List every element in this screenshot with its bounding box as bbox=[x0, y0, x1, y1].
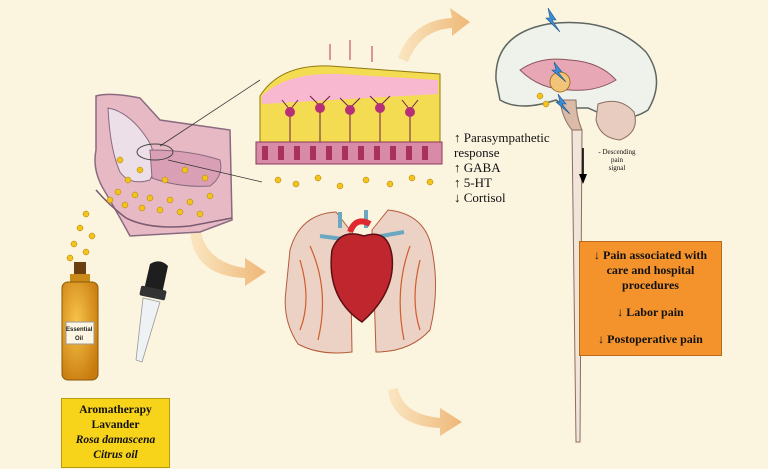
bottle-label: Essential Oil bbox=[66, 326, 92, 344]
lungs-and-heart bbox=[284, 209, 437, 354]
descending-signal-label: - Descending pain signal bbox=[591, 148, 643, 172]
effect-line: ↓ Cortisol bbox=[454, 190, 506, 205]
lightning-bolt-icon bbox=[545, 7, 571, 115]
flow-arrow-middle bbox=[190, 228, 266, 286]
effect-line: ↑ GABA bbox=[454, 160, 501, 175]
effect-line: ↑ 5-HT bbox=[454, 175, 492, 190]
bottle-label-line: Oil bbox=[74, 336, 83, 342]
descending-line: - Descending bbox=[598, 148, 636, 156]
descending-signal-arrow bbox=[579, 148, 587, 184]
oil-line: Aromatherapy bbox=[79, 404, 152, 416]
pain-outcome: ↓ Labor pain bbox=[617, 305, 684, 319]
flow-arrow-top bbox=[398, 8, 470, 62]
spinal-cord bbox=[571, 129, 583, 443]
pain-outcome: ↓ Pain associated with care and hospital… bbox=[593, 248, 707, 292]
oil-line: Rosa damascena bbox=[75, 434, 156, 446]
zoom-line bbox=[159, 79, 261, 147]
bottle-label-line: Essential bbox=[66, 327, 93, 333]
effect-line: ↑ Parasympathetic bbox=[454, 130, 550, 145]
neurochemical-effects: ↑ Parasympathetic response ↑ GABA ↑ 5-HT… bbox=[454, 130, 550, 205]
nose-cross-section bbox=[66, 93, 233, 262]
oil-line: Lavander bbox=[91, 419, 140, 431]
effect-line: response bbox=[454, 145, 500, 160]
aromatherapy-oils-box: Aromatherapy Lavander Rosa damascena Cit… bbox=[61, 398, 170, 468]
dropper bbox=[135, 261, 168, 363]
pain-outcome: ↓ Postoperative pain bbox=[598, 332, 703, 346]
essential-oil-bottle bbox=[61, 262, 99, 381]
pain-outcomes-box: ↓ Pain associated with care and hospital… bbox=[579, 241, 722, 356]
descending-line: pain bbox=[610, 156, 624, 164]
zoom-line bbox=[167, 159, 263, 183]
flow-arrow-bottom bbox=[388, 388, 462, 436]
descending-line: signal bbox=[608, 164, 626, 172]
olfactory-epithelium bbox=[255, 40, 443, 190]
oil-line: Citrus oil bbox=[93, 449, 138, 461]
brain-sagittal bbox=[495, 7, 658, 141]
